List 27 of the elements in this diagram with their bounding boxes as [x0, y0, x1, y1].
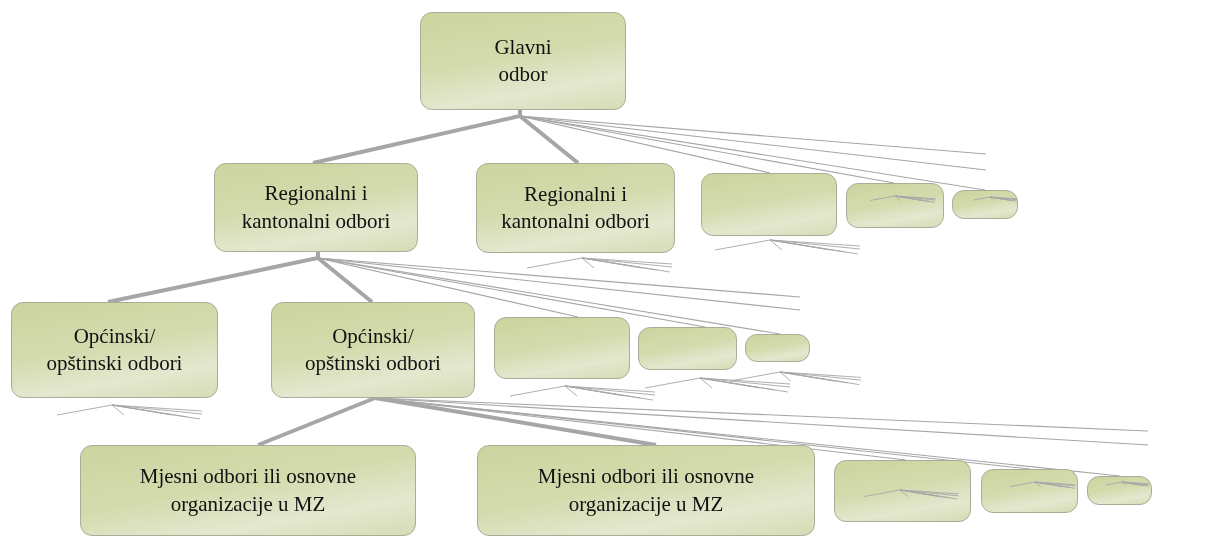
empty-box: [834, 460, 971, 522]
connector-line: [373, 396, 657, 447]
org-box: [477, 445, 815, 536]
box-label: Regionalni i kantonalni odbori: [240, 180, 392, 235]
org-box: [271, 302, 475, 398]
box-label: Regionalni i kantonalni odbori: [500, 180, 651, 235]
connector-line: [518, 110, 580, 165]
box-label: Općinski/ opštinski odbori: [304, 322, 442, 377]
empty-box: [952, 190, 1018, 219]
box-label: Mjesni odbori ili osnovne organizacije u MZ: [138, 463, 358, 518]
box-label: Mjesni odbori ili osnovne organizacije u MZ: [536, 463, 756, 518]
empty-box: [638, 327, 737, 370]
org-box: [11, 302, 218, 398]
org-box: [476, 163, 675, 253]
box-label: Općinski/ opštinski odbori: [45, 322, 184, 377]
connector-line: [257, 396, 377, 447]
empty-box: [846, 183, 944, 228]
box-label: Glavni odbor: [493, 33, 553, 88]
org-box: [214, 163, 418, 252]
empty-box: [745, 334, 810, 362]
empty-box: [1087, 476, 1152, 505]
connector-line: [316, 252, 374, 304]
org-box: [80, 445, 416, 536]
org-box: [420, 12, 626, 110]
empty-box: [981, 469, 1078, 513]
empty-box: [494, 317, 630, 379]
empty-box: [701, 173, 837, 236]
